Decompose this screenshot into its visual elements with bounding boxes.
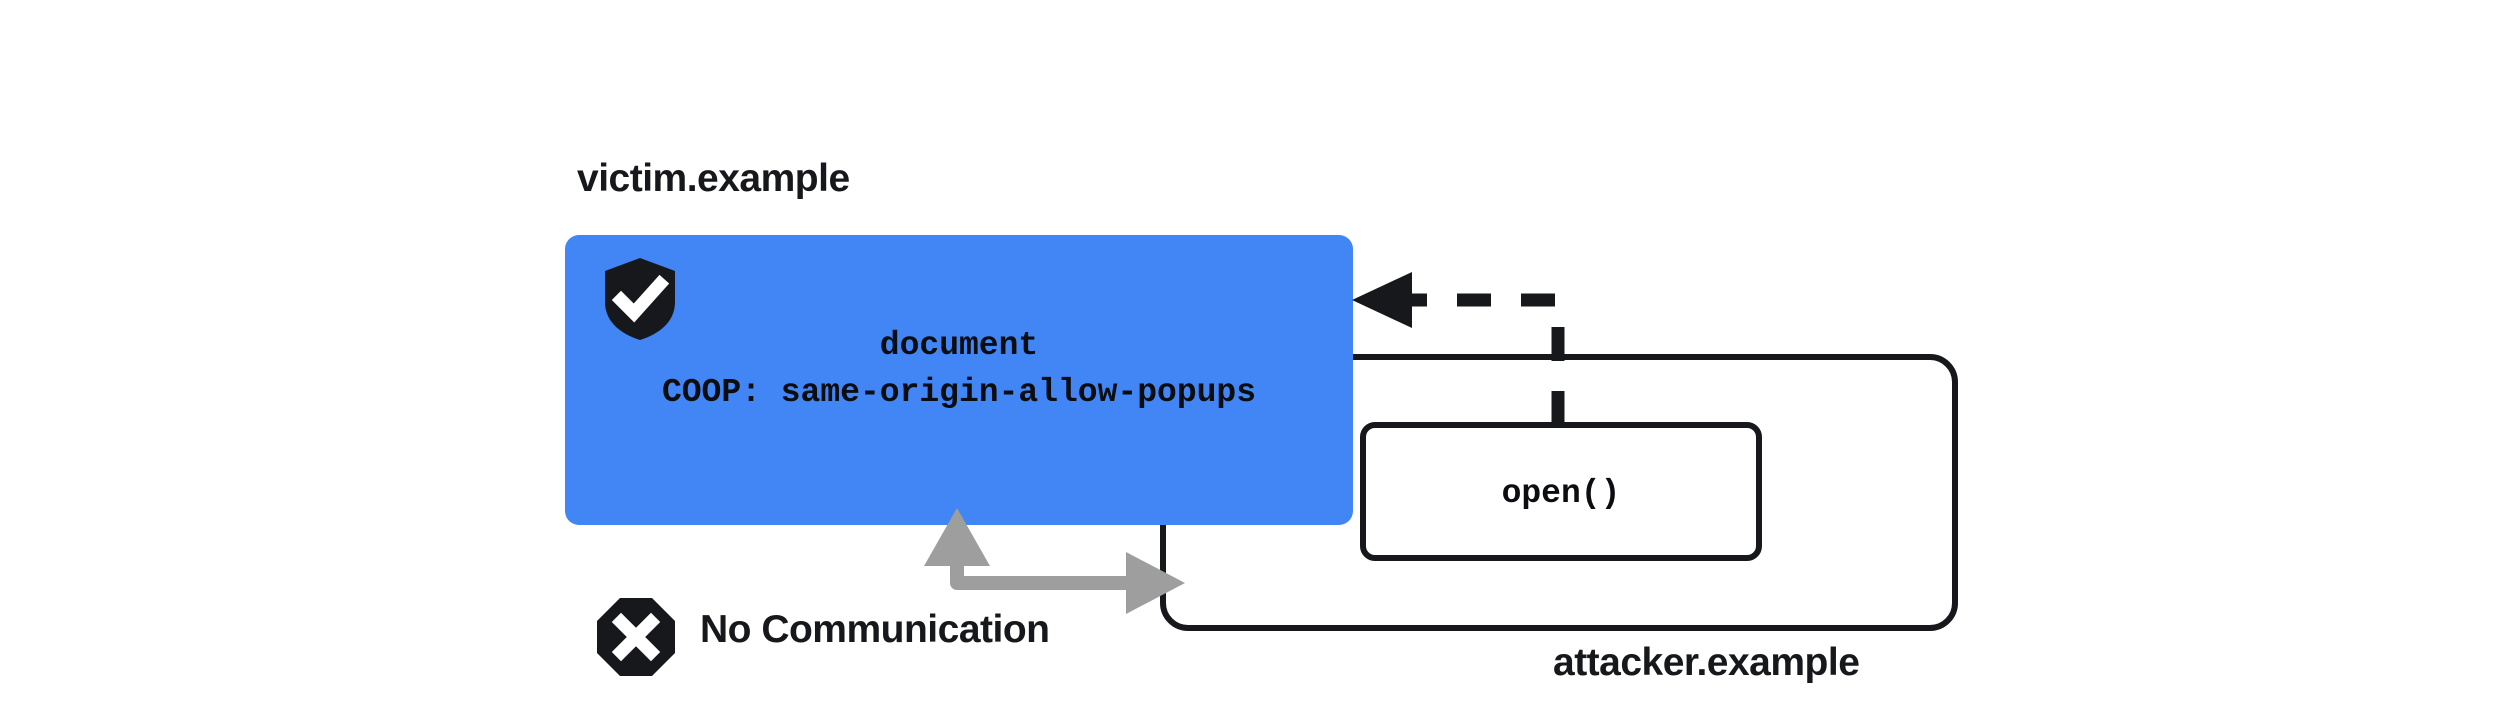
victim-coop-header-text: COOP: same-origin-allow-popups [661, 374, 1257, 411]
victim-document-text: document [879, 327, 1039, 364]
shield-check-icon [605, 258, 675, 340]
open-dashed-path [1400, 293, 1565, 425]
no-communication-label: No Communication [700, 608, 1050, 651]
no-communication-arrowhead-right [1126, 552, 1185, 614]
open-arrowhead [1352, 272, 1412, 328]
no-communication-arrowhead-up [924, 508, 990, 566]
victim-origin-label: victim.example [577, 157, 850, 200]
octagon-x-icon [597, 598, 675, 676]
victim-document-box [565, 235, 1353, 525]
no-communication-arrow-path [950, 560, 1140, 590]
open-call-label: open() [1501, 475, 1621, 512]
attacker-origin-label: attacker.example [1553, 641, 1860, 684]
